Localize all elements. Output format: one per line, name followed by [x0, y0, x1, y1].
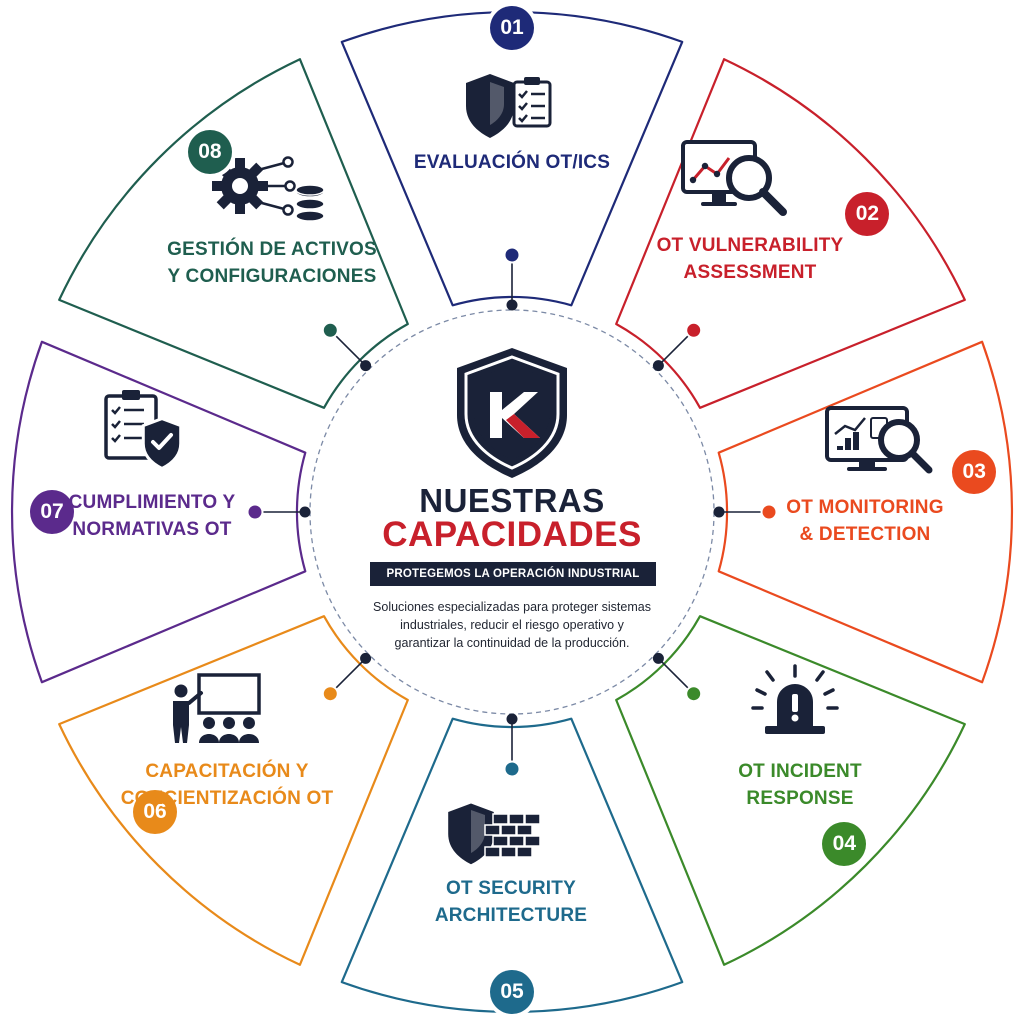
segment-label-02: OT VULNERABILITY ASSESSMENT — [615, 232, 885, 286]
segment-label-08: GESTIÓN DE ACTIVOS Y CONFIGURACIONES — [137, 236, 407, 290]
segment-label-05: OT SECURITY ARCHITECTURE — [376, 875, 646, 929]
step-badge-07: 07 — [30, 490, 74, 534]
segment-label-03-line2: & DETECTION — [799, 524, 931, 545]
center-banner: PROTEGEMOS LA OPERACIÓN INDUSTRIAL — [370, 562, 656, 586]
logo-shield-icon — [457, 348, 567, 478]
segment-label-07-line1: CUMPLIMIENTO Y — [68, 492, 236, 513]
segment-label-06-line1: CAPACITACIÓN Y — [145, 761, 309, 782]
connector-dot-inner-08 — [360, 360, 372, 372]
segment-label-06-line2: CONCIENTIZACIÓN OT — [120, 788, 334, 809]
segment-card-08 — [58, 58, 409, 409]
step-badge-08: 08 — [187, 129, 232, 174]
segments-layer — [11, 11, 1013, 1013]
step-badge-03: 03 — [952, 449, 997, 494]
connector-dot-inner-05 — [506, 713, 518, 725]
step-badge-04: 04 — [822, 822, 867, 867]
shield-wall-icon — [448, 803, 541, 865]
connector-dot-outer-04 — [685, 685, 703, 703]
connector-dot-inner-06 — [360, 652, 372, 664]
gear-database-icon — [212, 156, 325, 222]
segment-label-04-line2: RESPONSE — [746, 788, 854, 809]
segment-card-04 — [615, 615, 966, 966]
segment-label-03: OT MONITORING & DETECTION — [730, 494, 1000, 548]
segment-label-01-line1: EVALUACIÓN OT/ICS — [413, 151, 611, 173]
center-title-line2: CAPACIDADES — [382, 515, 642, 554]
segment-label-07-line2: NORMATIVAS OT — [72, 519, 232, 540]
connector-dot-outer-03 — [760, 503, 778, 521]
segment-label-04: OT INCIDENT RESPONSE — [665, 758, 935, 812]
step-badge-01: 01 — [490, 6, 534, 50]
center-description: Soluciones especializadas para proteger … — [373, 600, 651, 650]
segment-card-05 — [340, 717, 684, 1013]
segment-label-02-line2: ASSESSMENT — [683, 262, 817, 283]
connector-dot-outer-08 — [321, 321, 339, 339]
connector-dot-inner-01 — [506, 299, 518, 311]
connector-dot-inner-03 — [713, 506, 725, 518]
segment-label-05-line1: OT SECURITY ARCHITECTURE — [434, 877, 588, 926]
clipboard-shield-icon — [104, 390, 183, 471]
alarm-light-icon — [751, 664, 839, 734]
connector-dot-outer-01 — [503, 246, 521, 264]
segment-card-07 — [11, 340, 307, 684]
step-badge-05: 05 — [490, 970, 534, 1014]
connector-dot-outer-07 — [246, 503, 264, 521]
segment-label-02-line1: OT VULNERABILITY — [656, 235, 844, 256]
training-presentation-icon — [173, 673, 261, 743]
icons-layer — [104, 74, 933, 865]
connector-dot-outer-02 — [685, 321, 703, 339]
segment-label-06: CAPACITACIÓN Y CONCIENTIZACIÓN OT — [92, 758, 362, 812]
segment-label-07: CUMPLIMIENTO Y NORMATIVAS OT — [17, 489, 287, 543]
center-title-line1: NUESTRAS — [419, 482, 605, 519]
shield-checklist-icon — [466, 74, 552, 138]
connectors-layer — [246, 246, 778, 778]
connector-dot-inner-04 — [652, 652, 664, 664]
connector-dot-outer-06 — [321, 685, 339, 703]
monitor-search-icon — [681, 140, 787, 216]
connector-dot-outer-05 — [503, 760, 521, 778]
connector-dot-inner-07 — [299, 506, 311, 518]
connector-dot-inner-02 — [652, 360, 664, 372]
segment-label-04-line1: OT INCIDENT — [738, 761, 862, 782]
segment-card-03 — [717, 340, 1013, 684]
step-badge-06: 06 — [133, 789, 178, 834]
monitor-chart-search-icon — [825, 406, 933, 474]
segment-label-03-line1: OT MONITORING — [786, 497, 944, 518]
segment-label-08-line2: Y CONFIGURACIONES — [167, 266, 377, 287]
segment-label-01: EVALUACIÓN OT/ICS — [377, 149, 647, 176]
segment-label-08-line1: GESTIÓN DE ACTIVOS — [167, 239, 377, 260]
segment-card-06 — [58, 615, 409, 966]
segment-card-01 — [340, 11, 684, 307]
step-badge-02: 02 — [845, 191, 890, 236]
